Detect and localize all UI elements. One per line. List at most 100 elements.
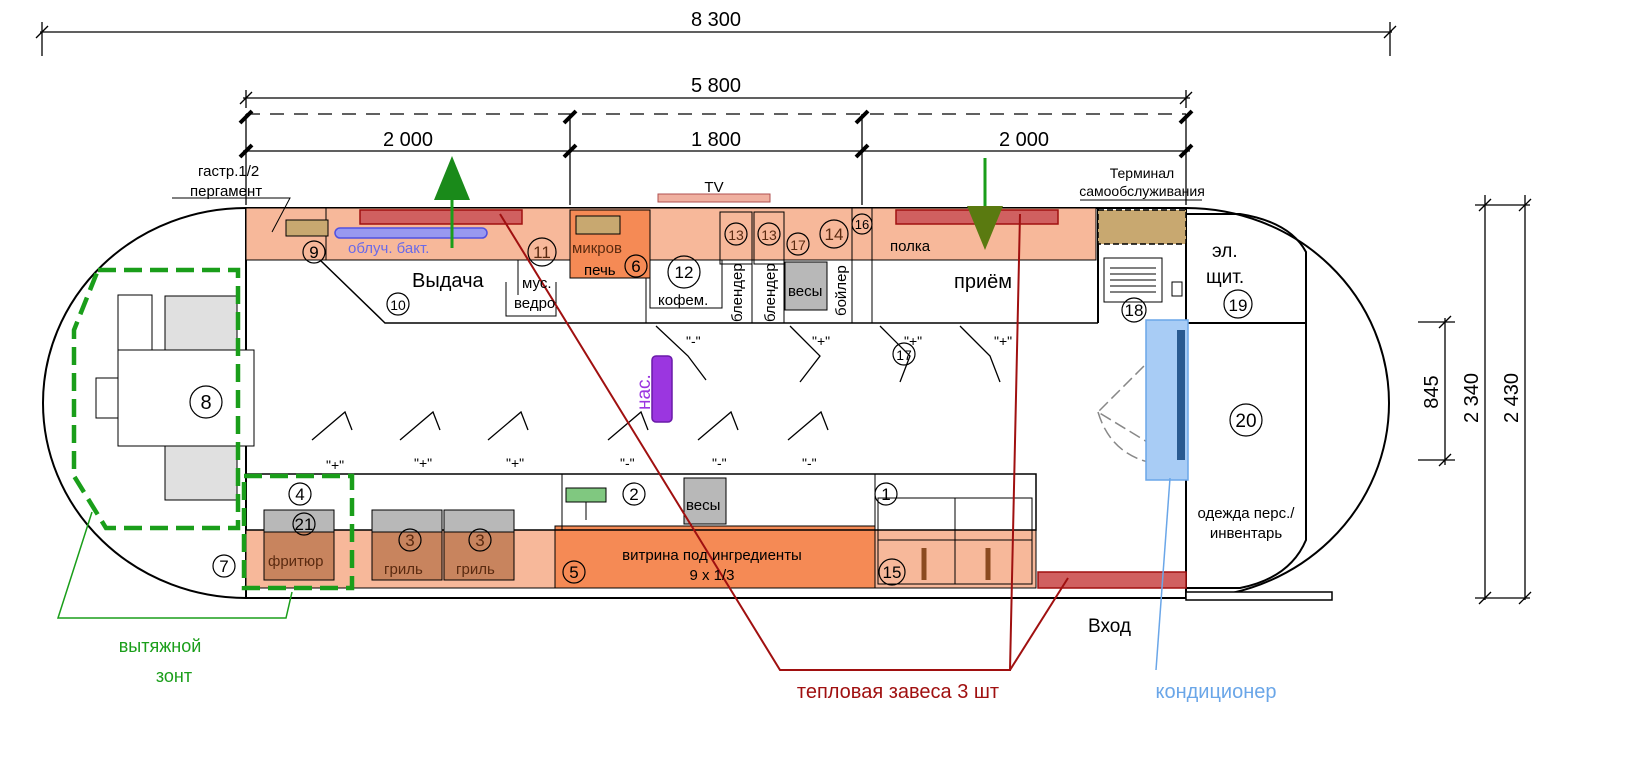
microwave-unit [575,215,621,235]
label-blender-2: блендер [762,263,779,322]
num-13a: 13 [728,227,744,243]
pump-unit [651,355,673,423]
number-circles [189,213,1263,586]
heat-curtain-units [359,209,1187,589]
label-uv-lamp: облуч. бакт. [348,240,429,257]
label-hood-2: зонт [156,666,192,686]
marker-plus-3: "+" [506,455,524,471]
dim-overall: 8 300 [691,9,741,31]
num-3a: 3 [405,531,414,550]
num-17b: 17 [896,347,912,363]
dimension-lines [35,22,1530,600]
staff-markers [311,325,1001,441]
dim-left-section: 2 000 [383,129,433,151]
label-heat-curtain: тепловая завеса 3 шт [797,681,999,703]
label-terminal-2: самообслуживания [1079,183,1205,199]
label-entrance: Вход [1088,616,1131,637]
dim-height-inner: 2 340 [1461,373,1483,423]
dim-right-section: 2 000 [999,129,1049,151]
marker-minus-3: "-" [802,455,817,471]
marker-minus-2: "-" [712,455,727,471]
uv-lamp [334,227,488,239]
label-pump: нас. [634,374,655,410]
num-16: 16 [855,217,869,232]
label-waste-2: ведро [514,295,555,312]
num-11: 11 [533,243,551,262]
num-4: 4 [295,485,304,504]
dimension-small-ticks [1438,198,1532,605]
table-8 [95,294,255,501]
label-parchment: пергамент [190,183,262,200]
label-issue: Выдача [412,270,484,292]
label-clothes-1: одежда перс./ [1198,505,1296,522]
ventilation-arrows [434,156,1003,250]
num-13b: 13 [761,227,777,243]
num-10: 10 [390,297,406,313]
label-showcase-1: витрина под ингредиенты [622,547,802,564]
num-3b: 3 [475,531,484,550]
num-14: 14 [825,225,844,244]
label-waste-1: мус. [522,275,551,292]
marker-plus-2: "+" [414,455,432,471]
label-grill-1: гриль [384,561,423,578]
gastro-container [285,219,329,237]
dim-aisle: 845 [1421,375,1443,408]
hood-leader [56,511,293,619]
label-air-conditioner: кондиционер [1155,681,1276,703]
label-scales-lower: весы [686,497,720,514]
label-grill-2: гриль [456,561,495,578]
num-5: 5 [569,563,578,582]
num-2: 2 [629,485,638,504]
num-8: 8 [200,392,211,414]
ac-leader [1155,477,1171,671]
num-19: 19 [1229,296,1248,315]
label-panel-2: щит. [1206,267,1244,288]
num-20: 20 [1235,411,1256,432]
num-18: 18 [1125,301,1144,320]
num-17a: 17 [790,237,806,253]
lower-counter [245,473,1037,589]
exhaust-hood [71,267,355,591]
dimension-ticks [238,109,1194,159]
label-scales-upper: весы [788,283,822,300]
label-boiler: бойлер [833,265,850,316]
dim-service: 5 800 [691,75,741,97]
air-conditioner-vent [1177,330,1185,460]
heat-curtain-leaders [499,213,1069,671]
label-shelf: полка [890,238,931,255]
marker-minus-1: "-" [620,455,635,471]
marker-plus-6: "+" [994,333,1012,349]
dim-height-total: 2 430 [1501,373,1523,423]
label-panel-1: эл. [1212,241,1238,262]
marker-minus-4: "-" [686,333,701,349]
terminal-unit [1097,209,1187,245]
label-coffee: кофем. [658,292,708,309]
marker-plus-1: "+" [326,457,344,473]
num-9: 9 [309,243,318,262]
label-blender-1: блендер [729,263,746,322]
label-tv: TV [704,179,723,196]
label-clothes-2: инвентарь [1210,525,1282,542]
gastro-leader [172,197,291,233]
label-gastro: гастр.1/2 [198,163,259,180]
label-intake: приём [954,271,1012,293]
tv-screen [657,193,771,203]
label-hood-1: вытяжной [119,636,202,656]
dim-middle-section: 1 800 [691,129,741,151]
label-microwave-1: микров [572,240,622,257]
zone-markers: "+" "+" "+" "-" "-" "-" "-" "+" "+" "+" [326,333,1012,473]
label-showcase-2: 9 x 1/3 [689,567,734,584]
label-fryer: фритюр [268,553,324,570]
num-15: 15 [883,563,902,582]
num-1: 1 [881,485,890,504]
num-7: 7 [219,557,228,576]
marker-plus-5: "+" [904,333,922,349]
number-labels: 1 2 3 3 4 5 6 7 8 9 10 11 12 13 13 14 15… [200,217,1256,582]
num-6: 6 [631,257,640,276]
num-21: 21 [295,515,314,534]
marker-plus-4: "+" [812,333,830,349]
terminal-detail [1103,257,1183,303]
label-microwave-2: печь [584,262,616,279]
num-12: 12 [675,263,694,282]
